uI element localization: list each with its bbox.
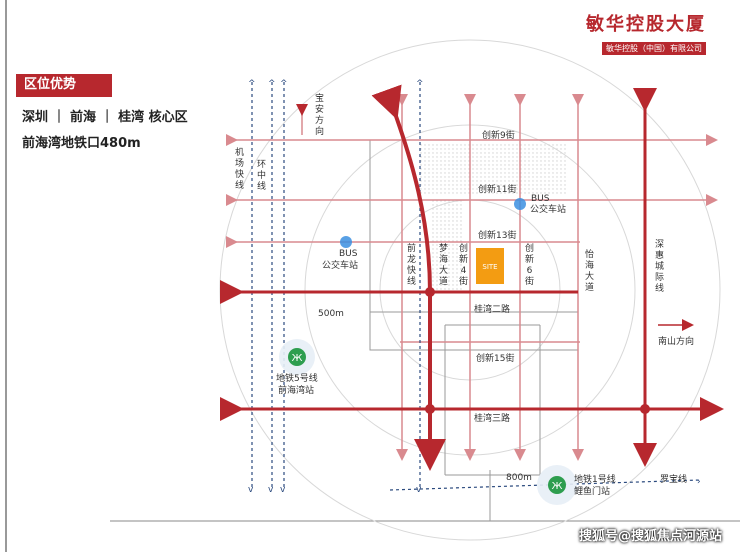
bus-stop-2: BUS 公交车站 [322,236,358,271]
metro-station-liyumen: Ж 地铁1号线 鲤鱼门站 [537,465,616,505]
svg-text:^: ^ [268,79,276,89]
label-menghai: 梦海大道 [438,244,448,287]
metro-station-qianhaiwan: Ж 地铁5号线 前海湾站 [276,339,318,396]
label-500m: 500m [318,309,344,319]
label-yihai: 怡海大道 [584,250,594,293]
svg-text:^: ^ [280,79,288,89]
label-shenhui: 深惠城际线 [654,240,664,294]
svg-text:v: v [248,485,254,495]
svg-text:^: ^ [248,79,256,89]
area-tagline: 深圳 ｜ 前海 ｜ 桂湾 核心区 [22,110,188,125]
svg-text:v: v [280,485,286,495]
watermark: 搜狐号@搜狐焦点河源站 [578,529,722,544]
metro-station-label: 鲤鱼门站 [574,485,610,497]
site-label: SITE [482,263,497,271]
svg-text:›: › [697,477,701,487]
label-800m: 800m [506,473,532,483]
svg-text:Ж: Ж [292,353,303,364]
label-cx9: 创新9街 [482,129,515,141]
label-guiwan3: 桂湾三路 [474,412,510,424]
metro-line-label: 地铁1号线 [574,473,616,485]
section-underline [16,95,112,97]
svg-text:Ж: Ж [552,481,563,492]
bus-stop-label: 公交车站 [322,259,358,271]
section-title: 区位优势 [16,74,112,95]
label-cx6: 创新6街 [524,244,534,287]
bus-stop-icon [514,198,526,210]
road-menghai [371,84,446,471]
label-huanzhong: 环中线 [256,160,266,192]
bus-stop-1: BUS 公交车站 [514,194,566,215]
metro-line-label: 地铁5号线 [276,372,318,384]
metro-luobao [389,479,701,491]
label-cx11: 创新11街 [478,183,516,195]
junctions [425,287,650,414]
site-block [476,248,504,284]
svg-text:v: v [268,485,274,495]
metro-logo-icon [548,476,566,494]
metro-logo-icon [288,348,306,366]
bus-tag: BUS [531,194,550,204]
bus-tag: BUS [339,249,358,259]
label-cx15: 创新15街 [476,352,514,364]
label-luobao: 罗宝线 [660,473,687,485]
main-roads [220,84,724,471]
label-jichang: 机场快线 [234,148,244,191]
label-nanshan: 南山方向 [658,335,694,347]
svg-text:v: v [416,485,422,495]
label-cx13: 创新13街 [478,229,516,241]
metro-distance: 前海湾地铁口480m [22,136,141,151]
brand-subname: 敏华控股（中国）有限公司 [602,42,706,55]
bus-stop-icon [340,236,352,248]
label-cx4: 创新4街 [458,244,468,287]
brand-logo: 敏华控股大厦 敏华控股（中国）有限公司 [586,10,706,55]
metro-station-label: 前海湾站 [278,384,314,396]
label-qianlong: 前龙快线 [406,244,416,287]
bus-stop-label: 公交车站 [530,203,566,215]
label-guiwan2: 桂湾二路 [474,303,510,315]
label-baoan: 宝安方向 [314,94,324,137]
brand-name: 敏华控股大厦 [586,14,706,35]
svg-text:^: ^ [416,79,424,89]
